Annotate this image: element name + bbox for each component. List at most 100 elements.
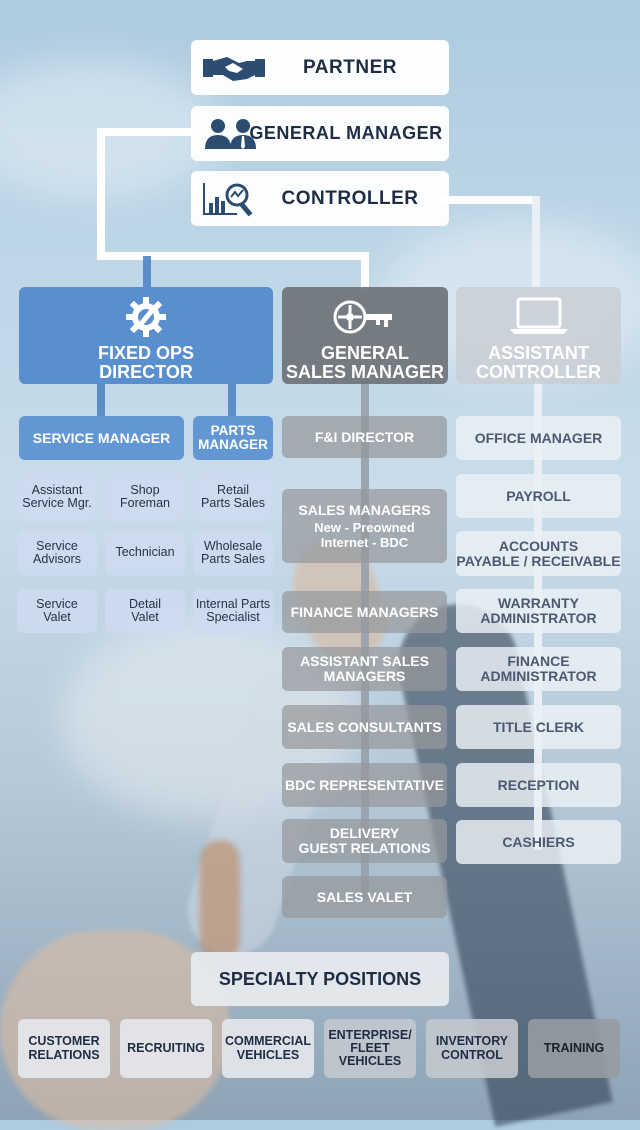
sales-item: F&I DIRECTOR [282,416,447,458]
specialty-item-label: VEHICLES [338,1054,402,1069]
specialty-item-label: FLEET [350,1040,390,1055]
cell-text: Retail [217,482,249,497]
specialty-title-label: SPECIALTY POSITIONS [218,968,422,989]
general-sales-manager-box: GENERAL SALES MANAGER [282,287,448,384]
assistant-item: PAYROLL [456,474,621,518]
assistant-item-label: PAYABLE / RECEIVABLE [456,552,621,569]
sales-line1: GENERAL [320,342,409,363]
grid-cell: Service Advisors [17,530,97,576]
assistant-item: CASHIERS [456,820,621,864]
specialty-item: RECRUITING [120,1019,212,1078]
assistant-item: FINANCE ADMINISTRATOR [456,647,621,691]
cell-text: Internal Parts [195,596,271,611]
cell-text: Service [36,538,78,553]
assistant-item-label: CASHIERS [502,833,575,850]
chart-magnifier-icon [203,179,259,219]
wheel-key-icon [332,299,398,335]
sales-item-label: F&I DIRECTOR [314,428,415,445]
specialty-item-label: RELATIONS [28,1047,100,1062]
grid-cell: Internal Parts Specialist [193,589,273,633]
specialty-item-label: COMMERCIAL [224,1034,312,1049]
assistant-item-label: RECEPTION [497,776,580,793]
assistant-item-label: FINANCE [507,653,570,670]
fixed-ops-line1: FIXED OPS [97,342,195,363]
cell-text: Parts Sales [201,496,265,510]
sales-item: SALES VALET [282,876,447,918]
specialty-item-label: INVENTORY [435,1034,509,1049]
sales-item-label: DELIVERY [329,825,400,842]
specialty-item-label: CUSTOMER [28,1034,100,1049]
cell-text: Valet [131,610,159,624]
handshake-icon [203,51,265,85]
sales-item-label: FINANCE MANAGERS [290,603,439,620]
assistant-line2: CONTROLLER [476,361,601,382]
specialty-item: CUSTOMER RELATIONS [18,1019,110,1078]
parts-manager-line2: MANAGER [198,437,268,452]
grid-cell: Assistant Service Mgr. [17,473,97,521]
controller-box: CONTROLLER [191,171,449,226]
fixed-ops-director-box: FIXED OPS DIRECTOR [19,287,273,384]
assistant-item-label: ADMINISTRATOR [480,668,597,684]
specialty-item: COMMERCIAL VEHICLES [222,1019,314,1078]
assistant-item-label: TITLE CLERK [493,718,584,735]
sales-item-label: SALES CONSULTANTS [287,718,442,735]
sales-managers-sub: Internet - BDC [320,534,409,550]
cell-text: Foreman [119,496,171,510]
sales-item-label: MANAGERS [323,668,406,684]
sales-item: SALES MANAGERS New - Preowned Internet -… [282,489,447,563]
grid-cell: Shop Foreman [105,473,185,521]
sales-managers-sub: New - Preowned [314,520,415,536]
cell-text: Technician [115,545,175,560]
sales-item-label: SALES VALET [316,888,413,905]
specialty-positions-title: SPECIALTY POSITIONS [191,952,449,1006]
sales-item: ASSISTANT SALES MANAGERS [282,647,447,691]
assistant-item-label: PAYROLL [506,487,571,504]
specialty-item: ENTERPRISE/ FLEET VEHICLES [324,1019,416,1078]
assistant-item-label: ADMINISTRATOR [480,610,597,626]
sales-item-label: SALES MANAGERS [298,501,431,518]
assistant-item-label: WARRANTY [498,595,579,612]
laptop-icon [508,297,570,335]
gear-wrench-icon [124,295,168,339]
specialty-item: TRAINING [528,1019,620,1078]
assistant-line1: ASSISTANT [488,342,589,363]
cell-text: Advisors [33,552,81,566]
cell-text: Valet [43,610,71,624]
fixed-ops-line2: DIRECTOR [99,361,193,382]
cell-text: Specialist [206,610,260,624]
assistant-item: WARRANTY ADMINISTRATOR [456,589,621,633]
service-manager-box: SERVICE MANAGER [19,416,184,460]
cell-text: Detail [129,596,161,611]
grid-cell: Wholesale Parts Sales [193,530,273,576]
grid-cell: Detail Valet [105,589,185,633]
sales-item-label: BDC REPRESENTATIVE [285,776,444,793]
cell-text: Service Mgr. [22,496,92,510]
cell-text: Wholesale [203,538,263,553]
specialty-item: INVENTORY CONTROL [426,1019,518,1078]
sales-item-label: GUEST RELATIONS [298,840,431,856]
assistant-controller-box: ASSISTANT CONTROLLER [456,287,621,384]
people-icon [203,117,259,151]
partner-box: PARTNER [191,40,449,95]
grid-cell: Technician [105,530,185,576]
service-manager-label: SERVICE MANAGER [32,429,171,446]
parts-manager-box: PARTS MANAGER [193,416,273,460]
sales-item: DELIVERY GUEST RELATIONS [282,819,447,863]
assistant-item: RECEPTION [456,763,621,807]
assistant-item-label: ACCOUNTS [498,537,579,554]
assistant-item-label: OFFICE MANAGER [474,429,603,446]
assistant-item: OFFICE MANAGER [456,416,621,460]
sales-item: SALES CONSULTANTS [282,705,447,749]
general-manager-label: GENERAL MANAGER [249,123,443,144]
specialty-item-label: TRAINING [543,1040,605,1055]
specialty-item-label: RECRUITING [127,1040,205,1055]
cell-text: Service [36,596,78,611]
grid-cell: Service Valet [17,589,97,633]
grid-cell: Retail Parts Sales [193,473,273,521]
assistant-item: TITLE CLERK [456,705,621,749]
specialty-item-label: VEHICLES [236,1047,300,1062]
sales-item: FINANCE MANAGERS [282,591,447,633]
cell-text: Assistant [31,482,83,497]
parts-manager-line1: PARTS [210,422,256,438]
partner-label: PARTNER [303,56,397,78]
